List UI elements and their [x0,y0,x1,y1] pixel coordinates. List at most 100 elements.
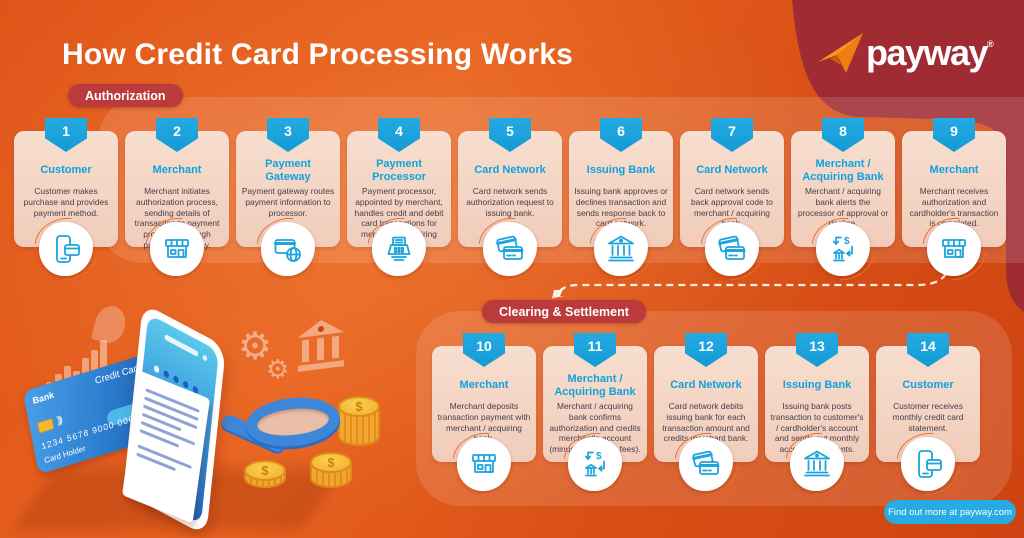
dollar-sign: $ [327,455,335,470]
step-title: Merchant [459,379,509,392]
step-card: Card Network Card network debits issuing… [654,333,758,493]
mobile-payment-icon [912,448,944,480]
step-number: 11 [587,337,603,354]
step-card: Payment Processor Payment processor, app… [347,118,451,278]
step-card: Customer Customer receives monthly credi… [876,333,980,493]
section-label-authorization: Authorization [68,84,183,107]
storefront-icon [468,448,500,480]
step-card: Card Network Card network sends back app… [680,118,784,278]
step-icon-blob [261,222,315,276]
contactless-icon: ))) [55,414,62,427]
step-icon-blob [568,437,622,491]
bank-icon [801,448,833,480]
paper-plane-icon [818,33,863,73]
step-card: Merchant Merchant receives authorization… [902,118,1006,278]
step-icon-blob [790,437,844,491]
step-title: Merchant [152,164,202,177]
clearing-steps-row: Merchant Merchant deposits transaction p… [432,333,980,493]
step-title: Issuing Bank [782,379,852,392]
step-number: 2 [173,122,181,139]
gear-icon: ⚙ [238,326,273,368]
find-out-more-button[interactable]: Find out more at payway.com [884,500,1016,524]
storefront-icon [938,233,970,265]
credit-cards-icon [690,448,722,480]
section-label-clearing-settlement: Clearing & Settlement [482,300,646,323]
mobile-payment-icon [50,233,82,265]
step-title: Issuing Bank [586,164,656,177]
step-card: Card Network Card network sends authoriz… [458,118,562,278]
phone-speaker [164,333,199,358]
step-description: Customer makes purchase and provides pay… [23,186,109,218]
step-number: 12 [698,337,714,354]
step-title: Payment Processor [372,158,426,183]
authorization-steps-row: Customer Customer makes purchase and pro… [14,118,1006,278]
step-title: Card Network [474,164,546,177]
coin-face: $ [310,452,352,473]
step-card: Customer Customer makes purchase and pro… [14,118,118,278]
step-title: Merchant [929,164,979,177]
step-title: Card Network [696,164,768,177]
step-icon-blob [594,222,648,276]
step-icon-blob [457,437,511,491]
bank-silhouette [298,320,344,372]
card-bank-label: Bank [31,389,55,406]
storefront-icon [161,233,193,265]
step-icon-blob [679,437,733,491]
bank-transfer-icon [579,448,611,480]
card-chip [36,418,55,434]
payway-logo: payway® [816,22,1016,84]
step-number: 1 [62,122,70,139]
leaf-silhouette [90,302,130,347]
step-title: Customer [902,379,954,392]
step-icon-blob [901,437,955,491]
step-number: 10 [476,337,492,354]
bank-transfer-icon [827,233,859,265]
registered-mark: ® [987,39,994,49]
step-icon-blob [372,222,426,276]
coin-face: $ [244,460,286,481]
step-icon-blob [705,222,759,276]
phone-camera [202,354,208,362]
step-number: 5 [506,122,514,139]
step-icon-blob [150,222,204,276]
step-icon-blob [483,222,537,276]
step-number: 7 [728,122,736,139]
step-description: Payment gateway routes payment informati… [241,186,335,218]
step-icon-blob [39,222,93,276]
payment-terminal-icon [383,233,415,265]
dollar-sign: $ [355,399,363,414]
step-card: Merchant Merchant initiates authorizatio… [125,118,229,278]
step-number: 13 [809,337,825,354]
step-title: Customer [40,164,92,177]
step-title: Merchant / Acquiring Bank [554,373,636,398]
card-globe-icon [272,233,304,265]
step-number: 9 [950,122,958,139]
step-description: Card network sends authorization request… [466,186,554,218]
step-title: Payment Gateway [265,158,311,183]
step-number: 3 [284,122,292,139]
step-number: 4 [395,122,403,139]
dollar-sign: $ [261,463,269,478]
step-icon-blob [927,222,981,276]
step-number: 8 [839,122,847,139]
page-title: How Credit Card Processing Works [62,38,573,71]
credit-cards-icon [494,233,526,265]
step-card: Issuing Bank Issuing bank posts transact… [765,333,869,493]
step-card: Merchant / Acquiring Bank Merchant / acq… [543,333,647,493]
step-card: Merchant / Acquiring Bank Merchant / acq… [791,118,895,278]
step-card: Merchant Merchant deposits transaction p… [432,333,536,493]
step-number: 14 [920,337,936,354]
logo-wordmark: payway® [866,32,994,73]
gear-icon: ⚙ [266,354,290,384]
step-icon-blob [816,222,870,276]
coin-face: $ [338,396,380,417]
step-card: Issuing Bank Issuing bank approves or de… [569,118,673,278]
step-title: Merchant / Acquiring Bank [802,158,884,183]
step-title: Card Network [670,379,742,392]
bank-icon [605,233,637,265]
credit-cards-icon [716,233,748,265]
step-description: Customer receives monthly credit card st… [892,401,964,433]
step-card-body: Merchant / Acquiring Bank Merchant / acq… [791,131,895,247]
step-number: 6 [617,122,625,139]
